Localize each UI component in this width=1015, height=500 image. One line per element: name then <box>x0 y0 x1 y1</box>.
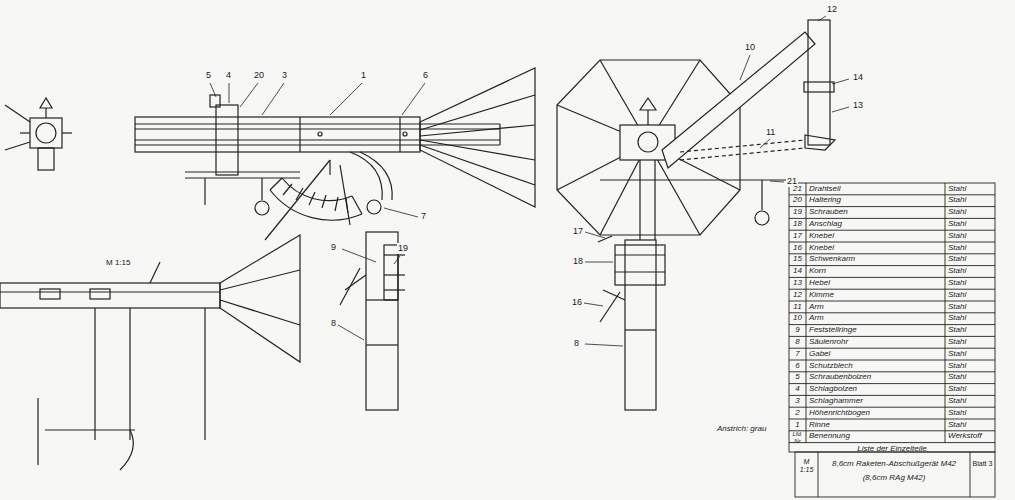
table-cell: 1 <box>789 420 806 430</box>
table-cell: Stahl <box>948 219 994 229</box>
table-cell: Drahtseil <box>809 184 943 194</box>
table-cell: Knebel <box>809 231 943 241</box>
callout-number: 17 <box>572 226 584 237</box>
table-cell: Stahl <box>948 195 994 205</box>
table-cell: Stahl <box>948 184 994 194</box>
end-view <box>5 98 72 170</box>
table-cell: Stahl <box>948 325 994 335</box>
table-cell: Stahl <box>948 254 994 264</box>
callout-number: 4 <box>225 70 232 81</box>
table-cell: 18 <box>789 219 806 229</box>
sheet-number: Blatt 3 <box>971 460 994 468</box>
table-cell: 17 <box>789 231 806 241</box>
side-view <box>135 68 535 410</box>
note: Anstrich: grau <box>716 424 767 434</box>
table-cell: 6 <box>789 361 806 371</box>
table-header: Benennung <box>809 431 943 441</box>
table-cell: 13 <box>789 278 806 288</box>
table-cell: Stahl <box>948 349 994 359</box>
table-cell: 16 <box>789 243 806 253</box>
table-cell: Stahl <box>948 243 994 253</box>
table-cell: 20 <box>789 195 806 205</box>
plan-view <box>0 235 300 470</box>
table-cell: 5 <box>789 372 806 382</box>
callout-number: 19 <box>397 243 409 254</box>
table-cell: 3 <box>789 396 806 406</box>
table-cell: Schutzblech <box>809 361 943 371</box>
table-cell: 11 <box>789 302 806 312</box>
table-cell: Stahl <box>948 278 994 288</box>
table-cell: Stahl <box>948 337 994 347</box>
table-cell: Stahl <box>948 372 994 382</box>
callout-number: 16 <box>571 297 583 308</box>
table-cell: Schwenkarm <box>809 254 943 264</box>
table-cell: 21 <box>789 184 806 194</box>
table-header: Werkstoff <box>948 431 994 441</box>
callout-number: 20 <box>253 70 265 81</box>
table-cell: Gabel <box>809 349 943 359</box>
table-cell: 19 <box>789 207 806 217</box>
table-cell: Haltering <box>809 195 943 205</box>
parts-table-grid <box>789 183 995 497</box>
callout-number: 9 <box>330 242 337 253</box>
table-cell: Schraubenbolzen <box>809 372 943 382</box>
table-cell: Schlagbolzen <box>809 384 943 394</box>
table-cell: 7 <box>789 349 806 359</box>
table-cell: Stahl <box>948 384 994 394</box>
table-cell: Stahl <box>948 231 994 241</box>
table-cell: 14 <box>789 266 806 276</box>
callout-number: 8 <box>573 338 580 349</box>
callout-number: 1 <box>360 70 367 81</box>
table-cell: Rinne <box>809 420 943 430</box>
table-caption: Liste der Einzelteile <box>790 444 994 454</box>
callout-number: 18 <box>572 256 584 267</box>
table-cell: Arm <box>809 313 943 323</box>
table-cell: Stahl <box>948 420 994 430</box>
table-cell: Stahl <box>948 302 994 312</box>
table-cell: Stahl <box>948 396 994 406</box>
table-cell: 9 <box>789 325 806 335</box>
callout-number: 11 <box>765 127 776 138</box>
table-header: Lfd. Nr <box>789 431 806 445</box>
table-cell: Höhenrichtbogen <box>809 408 943 418</box>
front-view <box>557 20 835 410</box>
table-cell: Korn <box>809 266 943 276</box>
table-cell: 10 <box>789 313 806 323</box>
table-cell: Anschlag <box>809 219 943 229</box>
table-cell: 4 <box>789 384 806 394</box>
table-cell: Stahl <box>948 266 994 276</box>
table-cell: Feststellringe <box>809 325 943 335</box>
table-cell: Stahl <box>948 207 994 217</box>
table-cell: Stahl <box>948 313 994 323</box>
table-cell: 12 <box>789 290 806 300</box>
drawing-subtitle: (8,6cm RAg M42) <box>819 473 969 483</box>
note: M 1:15 <box>105 258 131 268</box>
drawing-title: 8,6cm Raketen-Abschußgerät M42 <box>819 459 969 469</box>
scale-note: M 1:15 <box>796 458 817 475</box>
callout-number: 12 <box>826 4 838 15</box>
callout-number: 10 <box>744 42 756 53</box>
callout-number: 8 <box>330 318 337 329</box>
table-cell: Schrauben <box>809 207 943 217</box>
table-cell: Kimme <box>809 290 943 300</box>
callout-number: 5 <box>205 70 212 81</box>
callout-number: 14 <box>852 72 864 83</box>
table-cell: Stahl <box>948 408 994 418</box>
table-cell: Stahl <box>948 290 994 300</box>
table-cell: 15 <box>789 254 806 264</box>
table-cell: Stahl <box>948 361 994 371</box>
callout-number: 6 <box>422 70 429 81</box>
table-cell: 2 <box>789 408 806 418</box>
table-cell: Knebel <box>809 243 943 253</box>
table-cell: Hebel <box>809 278 943 288</box>
table-cell: Schlaghammer <box>809 396 943 406</box>
table-cell: Arm <box>809 302 943 312</box>
callout-number: 13 <box>852 100 864 111</box>
table-cell: 8 <box>789 337 806 347</box>
callout-number: 3 <box>281 70 288 81</box>
table-cell: Säulenrohr <box>809 337 943 347</box>
leader-lines <box>210 16 849 346</box>
callout-number: 7 <box>420 211 427 222</box>
